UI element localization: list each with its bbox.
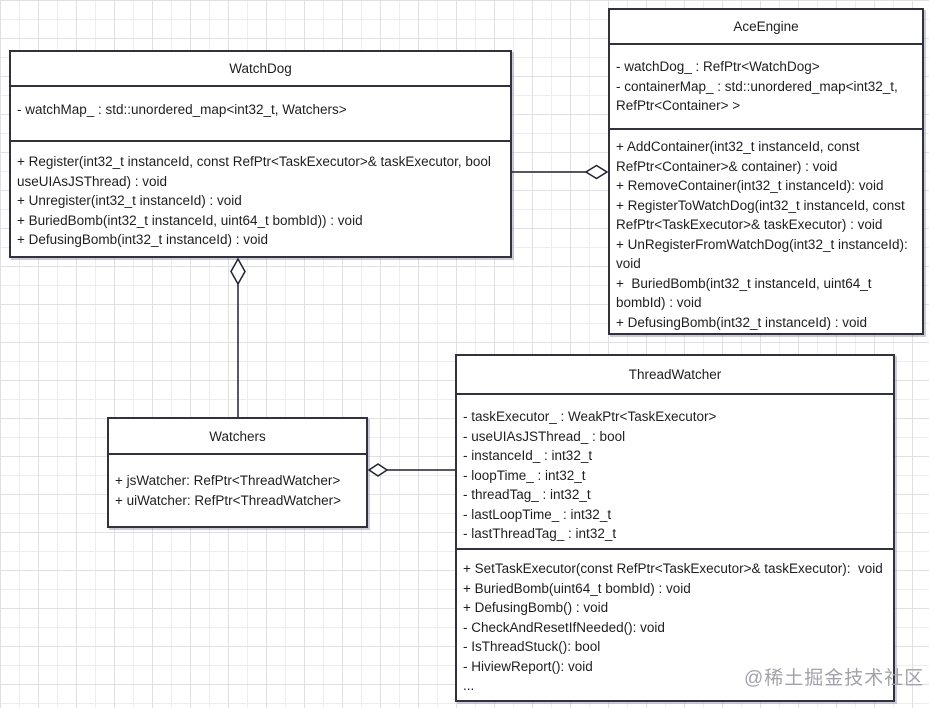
class-member: + RemoveContainer(int32_t instanceId): v… [616,178,884,193]
class-methods-watchdog: + Register(int32_t instanceId, const Ref… [11,142,510,256]
class-member: - IsThreadStuck(): bool [463,639,601,654]
class-title-aceengine: AceEngine [610,10,922,45]
class-member: + BuriedBomb(int32_t instanceId, uint64_… [616,275,876,311]
class-member: - instanceId_ : int32_t [463,448,593,463]
class-member: + Unregister(int32_t instanceId) : void [17,193,242,208]
class-member: + BuriedBomb(int32_t instanceId, uint64_… [17,212,363,228]
class-member: - HiviewReport(): void [463,658,593,674]
class-title-threadwatcher: ThreadWatcher [457,356,893,395]
class-member: + AddContainer(int32_t instanceId, const… [616,139,864,174]
class-title-watchers: Watchers [109,419,366,455]
class-member: - loopTime_ : int32_t [463,467,586,483]
class-box-watchers: Watchers + jsWatcher: RefPtr<ThreadWatch… [107,417,368,528]
juejin-watermark: @稀土掘金技术社区 [744,668,925,689]
class-member: + DefusingBomb(int32_t instanceId) : voi… [616,314,868,330]
class-member: + SetTaskExecutor(const RefPtr<TaskExecu… [463,561,883,576]
class-member: + UnRegisterFromWatchDog(int32_t instanc… [616,236,912,272]
class-attributes-aceengine: - watchDog_ : RefPtr<WatchDog> - containe… [610,45,922,130]
class-member: - watchDog_ : RefPtr<WatchDog> [616,59,820,74]
class-methods-threadwatcher: + SetTaskExecutor(const RefPtr<TaskExecu… [457,550,893,700]
aggregation-diamond-watchdog [230,257,246,286]
class-title-watchdog: WatchDog [11,52,510,87]
class-member: - CheckAndResetIfNeeded(): void [463,619,665,635]
class-member: - threadTag_ : int32_t [463,487,591,502]
class-member: - lastThreadTag_ : int32_t [463,526,617,541]
class-member: + DefusingBomb() : void [463,600,609,615]
class-member: + jsWatcher: RefPtr<ThreadWatcher> [115,473,341,488]
class-attributes-watchdog: - watchMap_ : std::unordered_map<int32_t… [11,87,510,142]
class-member: ... [463,678,475,693]
class-box-threadwatcher: ThreadWatcher - taskExecutor_ : WeakPtr<… [455,354,895,702]
class-member: + Register(int32_t instanceId, const Ref… [17,154,495,189]
class-member: + RegisterToWatchDog(int32_t instanceId,… [616,197,909,233]
class-member: + BuriedBomb(uint64_t bombId) : void [463,580,691,596]
class-member: - watchMap_ : std::unordered_map<int32_t… [17,102,347,117]
class-methods-aceengine: + AddContainer(int32_t instanceId, const… [610,130,922,333]
aggregation-diamond-watchers [367,463,389,477]
class-member: - containerMap_ : std::unordered_map<int… [616,78,902,114]
class-attributes-watchers: + jsWatcher: RefPtr<ThreadWatcher> + uiWa… [109,455,366,526]
class-member: - lastLoopTime_ : int32_t [463,506,612,522]
class-member: + DefusingBomb(int32_t instanceId) : voi… [17,232,269,247]
class-member: + uiWatcher: RefPtr<ThreadWatcher> [115,492,341,508]
class-attributes-threadwatcher: - taskExecutor_ : WeakPtr<TaskExecutor> -… [457,395,893,550]
class-box-watchdog: WatchDog - watchMap_ : std::unordered_ma… [9,50,512,258]
class-box-aceengine: AceEngine - watchDog_ : RefPtr<WatchDog>… [608,8,924,335]
aggregation-diamond-aceengine [584,164,609,180]
class-member: - useUIAsJSThread_ : bool [463,428,626,444]
class-member: - taskExecutor_ : WeakPtr<TaskExecutor> [463,409,717,424]
